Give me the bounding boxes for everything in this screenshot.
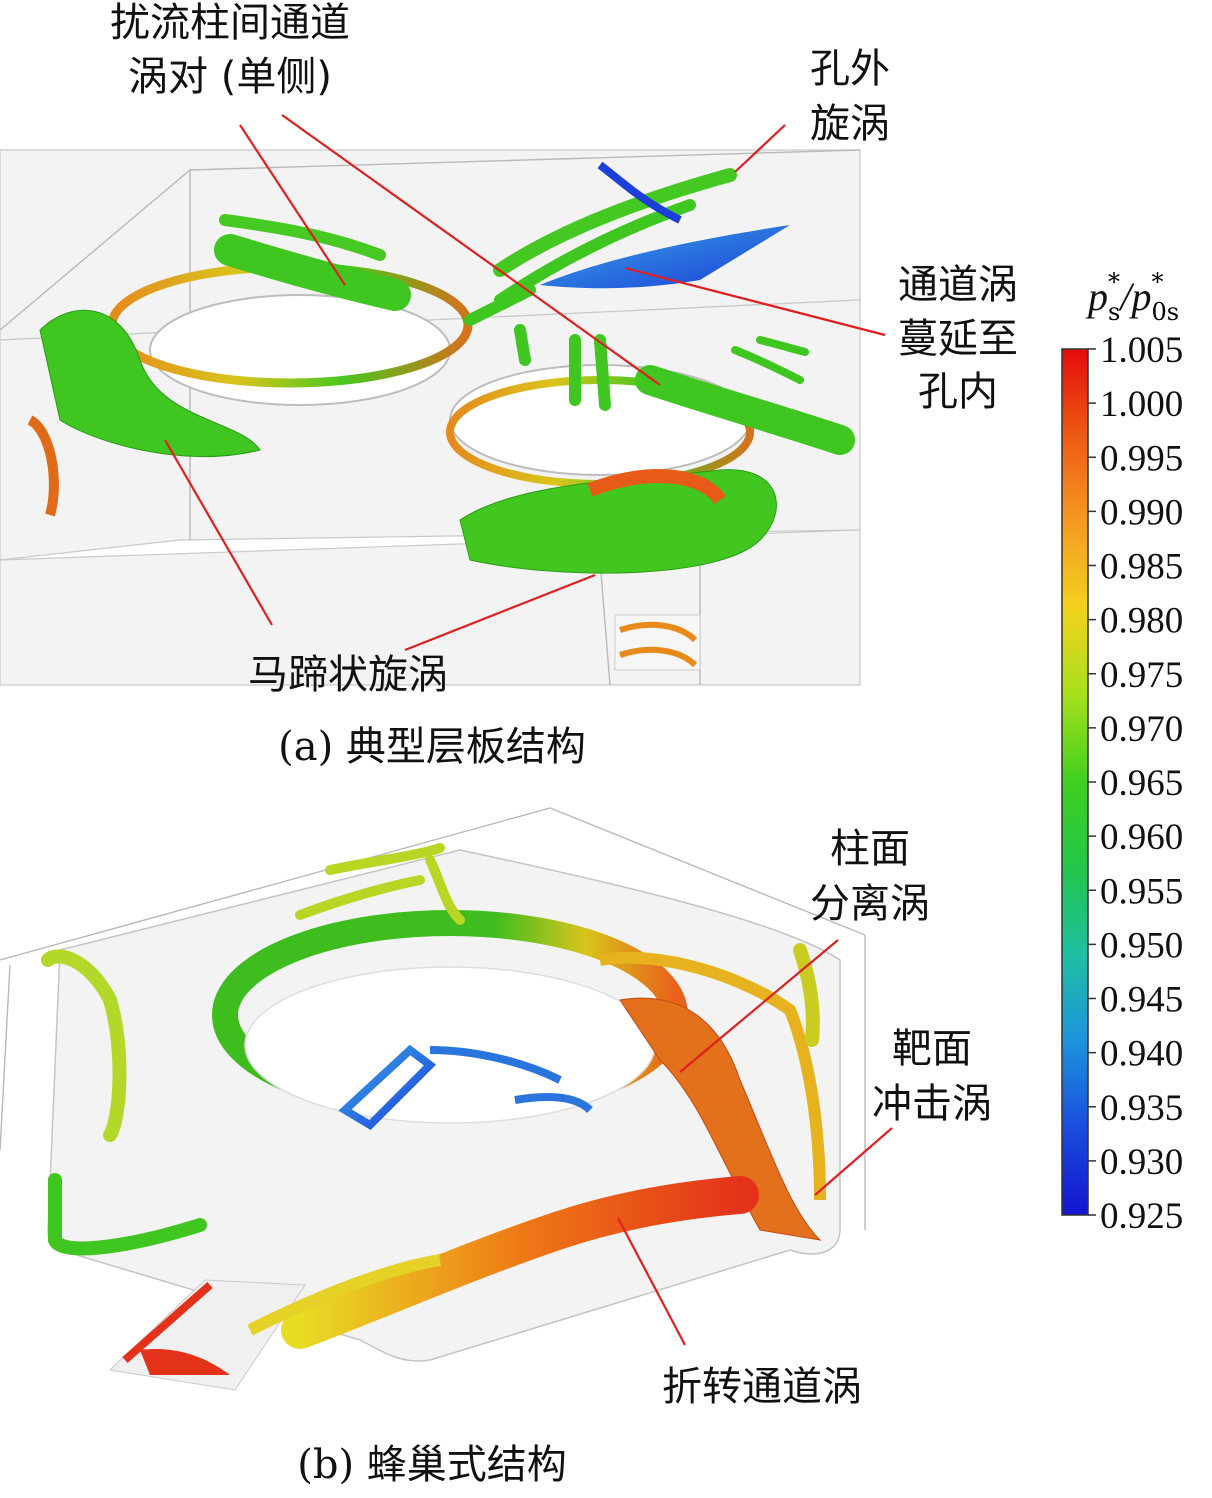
channel-vortex-tube-1: [214, 234, 411, 311]
leader-cylinder-separation: [679, 939, 839, 1073]
label-horseshoe-vortex: 马蹄状旋涡: [248, 652, 448, 698]
channel-vortex-tube-3: [635, 365, 855, 455]
panel-a-leaders: [164, 114, 886, 652]
outer-vortex-blue-sheet: [540, 225, 790, 289]
colorbar-tick-label: 0.975: [1100, 655, 1183, 696]
horseshoe-vortex-left: [39, 309, 261, 457]
leader-target-impingement: [814, 1127, 893, 1196]
colorbar-tick-label: 0.935: [1100, 1088, 1183, 1129]
colorbar-tick-label: 0.950: [1100, 925, 1183, 966]
label-channel-into-hole-line1: 通道涡: [898, 262, 1018, 308]
edge-vortex-left: [27, 415, 59, 517]
panel-a-labels: 扰流柱间通道 涡对 (单侧) 孔外 旋涡 通道涡 蔓延至 孔内 马蹄状旋涡 (a…: [110, 0, 1018, 770]
panel-b-labels: 柱面 分离涡 靶面 冲击涡 折转通道涡 (b) 蜂巢式结构: [297, 826, 992, 1488]
channel-vortex-tube-2: [219, 214, 386, 261]
label-outer-vortex-line1: 孔外: [810, 46, 890, 92]
label-channel-into-hole-line2: 蔓延至: [898, 316, 1018, 362]
leader-turning-channel: [617, 1217, 686, 1346]
cell-corner-vortex-right: [793, 943, 820, 1047]
hole-blue-vortex-1: [338, 1044, 437, 1131]
horseshoe-hot-region: [587, 469, 726, 505]
panel-a-illustration: [0, 149, 861, 686]
label-channel-into-hole-line3: 孔内: [918, 369, 998, 415]
outer-vortex-blue-edge: [597, 161, 682, 224]
label-target-impingement-line1: 靶面: [892, 1026, 972, 1072]
vortex-fragments: [464, 284, 611, 411]
cell-bottom-vortex: [48, 1173, 207, 1256]
colorbar-ticks: 1.005 1.000 0.995 0.990 0.985 0.980 0.975 0.970…: [1088, 330, 1183, 1237]
leader-horseshoe-1: [164, 439, 273, 626]
colorbar-tick-label: 0.945: [1100, 980, 1183, 1021]
turning-vortex-upstream: [247, 1254, 441, 1336]
caption-panel-a: (a) 典型层板结构: [278, 724, 586, 770]
panel-b-illustration: [0, 807, 866, 1391]
colorbar-title: p*s/p*0s: [1085, 268, 1179, 326]
cylinder-hole: [244, 966, 656, 1124]
colorbar: p*s/p*0s 1.0051.0000.9950.9900.9850.9800…: [1061, 268, 1183, 1237]
colorbar-tick-label: 0.965: [1100, 763, 1183, 804]
panel-b-leaders: [617, 939, 893, 1346]
hole-1: [149, 294, 451, 406]
target-vortex-edge: [599, 951, 826, 1201]
colorbar-sub1: s: [1108, 298, 1120, 326]
colorbar-tick-label: 0.980: [1100, 601, 1183, 642]
colorbar-sup1: *: [1108, 268, 1120, 296]
colorbar-tick-label: 1.000: [1100, 384, 1183, 425]
colorbar-tick-label: 0.970: [1100, 709, 1183, 750]
colorbar-tick-label: 0.990: [1100, 492, 1183, 533]
label-channel-vortex-pair-line1: 扰流柱间通道: [110, 0, 350, 46]
inlet-jet-region: [140, 1349, 230, 1375]
colorbar-symbol-2: p: [1128, 274, 1151, 319]
colorbar-symbol: p: [1085, 274, 1108, 319]
target-impingement-vortex: [619, 997, 822, 1241]
label-cylinder-separation-line2: 分离涡: [810, 881, 930, 927]
colorbar-gradient-bar: [1061, 348, 1089, 1216]
colorbar-tick-label: 0.955: [1100, 871, 1183, 912]
label-target-impingement-line2: 冲击涡: [872, 1081, 992, 1127]
colorbar-sub2: 0s: [1151, 298, 1179, 326]
caption-panel-b: (b) 蜂巢式结构: [297, 1442, 567, 1488]
turning-channel-vortex: [281, 1176, 759, 1349]
outlet-vortex: [619, 621, 698, 668]
colorbar-tick-label: 0.960: [1100, 817, 1183, 858]
colorbar-tick-label: 1.005: [1100, 330, 1183, 371]
colorbar-tick-label: 0.930: [1100, 1142, 1183, 1183]
colorbar-sup2: *: [1151, 268, 1163, 296]
colorbar-tick-label: 0.995: [1100, 438, 1183, 479]
inlet-edge-vortex: [122, 1282, 213, 1363]
label-channel-vortex-pair-line2: 涡对 (单侧): [128, 54, 332, 100]
label-outer-vortex-line2: 旋涡: [810, 101, 890, 147]
label-turning-channel-vortex: 折转通道涡: [662, 1364, 862, 1410]
label-cylinder-separation-line1: 柱面: [830, 826, 910, 872]
outer-vortex-tube-1: [493, 168, 737, 277]
vortex-fragments-right: [731, 336, 809, 384]
leader-horseshoe-2: [404, 573, 596, 652]
colorbar-tick-label: 0.940: [1100, 1034, 1183, 1075]
leader-channel-vortex-2: [281, 114, 661, 386]
upper-wall-vortices: [295, 843, 465, 925]
hole-blue-vortex-2: [429, 1046, 593, 1114]
cell-corner-vortex-left: [41, 949, 127, 1142]
panel-b-frame-lines: [0, 807, 866, 1230]
leader-channel-into-hole: [624, 266, 886, 337]
horseshoe-vortex-right: [459, 469, 777, 574]
colorbar-tick-label: 0.925: [1100, 1196, 1183, 1237]
colorbar-slash: /: [1118, 274, 1135, 319]
colorbar-tick-label: 0.985: [1100, 547, 1183, 588]
leader-outer-vortex: [734, 124, 786, 173]
leader-channel-vortex-1: [239, 124, 346, 286]
